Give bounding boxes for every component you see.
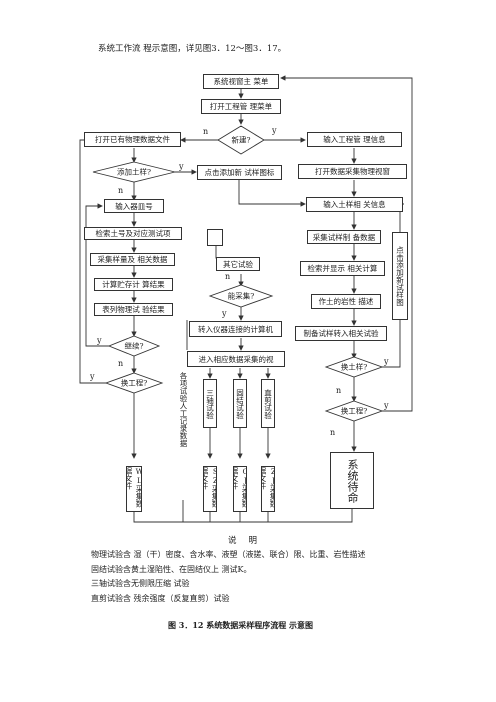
enter-window-box: 进入相应数据采集的视 [187,351,285,367]
label-y: y [384,401,389,410]
input-id-box: 输入器皿号 [104,199,164,213]
label-n: n [203,127,209,136]
label-n: n [118,359,124,368]
search-display-box: 检索并显示 相关计算 [300,261,385,276]
add-sample-diamond: 添加土样? [116,167,152,177]
legend-title: 说明 [228,536,270,546]
transfer-pc-box: 转入仪器连接的计算机 [189,321,282,337]
label-y: y [384,357,389,366]
triaxial-box: 三轴试验 [203,379,217,428]
label-y: y [272,126,277,135]
consolidation-box: 固结试验 [233,379,247,428]
main-window-box: 系统视窗主 菜单 [203,74,279,89]
gj-file-box: GJ采集数据文件 [233,466,247,512]
continue-diamond: 继续? [124,341,144,351]
input-project-box: 输入工程管 理信息 [307,132,402,147]
open-project-box: 打开工程管 理菜单 [201,99,281,114]
input-sample-box: 输入土样相 关信息 [306,197,403,212]
can-collect-diamond: 能采集? [227,291,255,301]
new-build-diamond: 新建? [231,135,251,145]
collect-sample-box: 采集样量及 相关数据 [90,253,175,266]
small-connector-box [207,229,223,246]
table-results-box: 表列物理试 验结果 [94,303,173,316]
soil-desc-box: 作土的岩性 描述 [311,294,381,309]
prep-transfer-box: 制备试样转入相关试验 [295,326,387,341]
change-project-right-diamond: 换工程? [340,406,368,416]
figure-caption: 图 3．12 系统数据采样程序流程 示意图 [168,620,314,630]
change-sample-diamond: 换土样? [340,362,368,372]
label-n: n [336,386,342,395]
legend-line-3: 三轴试验含无侧限压缩 试验 [91,579,190,588]
standby-box: 系统待命 [330,452,374,509]
click-add-vertical-box: 点击添加新试样图 [392,232,408,320]
label-y: y [97,336,102,345]
collect-prep-box: 采集试样制 备数据 [307,230,381,244]
other-tests-box: 其它试验 [216,257,260,271]
click-add-box: 点击添加新 试样图标 [197,165,282,180]
label-n: n [118,186,124,195]
change-project-left-diamond: 换工程? [120,378,148,388]
zj-file-box: ZJ采集数据文件 [261,466,275,512]
label-y: y [179,162,184,171]
open-data-window-box: 打开数据采集物理视窗 [298,164,407,179]
label-y: y [222,309,227,318]
legend-line-2: 固结试验含黄土湿陷性、在固结仪上 测试K。 [91,565,252,574]
open-existing-box: 打开已有物理数据文件 [84,132,181,147]
search-soil-box: 检索土号及对应测试项 [84,227,182,240]
compute-box: 计算贮存计 算结果 [94,278,173,291]
legend-line-4: 直剪试验含 残余强度（反复直剪）试验 [91,594,230,603]
manual-record-text: 各项试验人工记录数据 [179,372,188,447]
sz-file-box: SZ采集数据文件 [203,466,217,512]
direct-shear-box: 直剪试验 [261,379,275,428]
legend-line-1: 物理试验含 湿（干）密度、含水率、液塑（液搓、联合）限、比重、岩性描述 [91,550,366,559]
intro-text: 系统工作流 程示意图，详见图3．12～图3．17。 [98,44,287,54]
wl-file-box: WL采集数据文件 [126,466,142,512]
label-n: n [330,428,336,437]
label-n: n [225,272,231,281]
label-y: y [90,372,95,381]
